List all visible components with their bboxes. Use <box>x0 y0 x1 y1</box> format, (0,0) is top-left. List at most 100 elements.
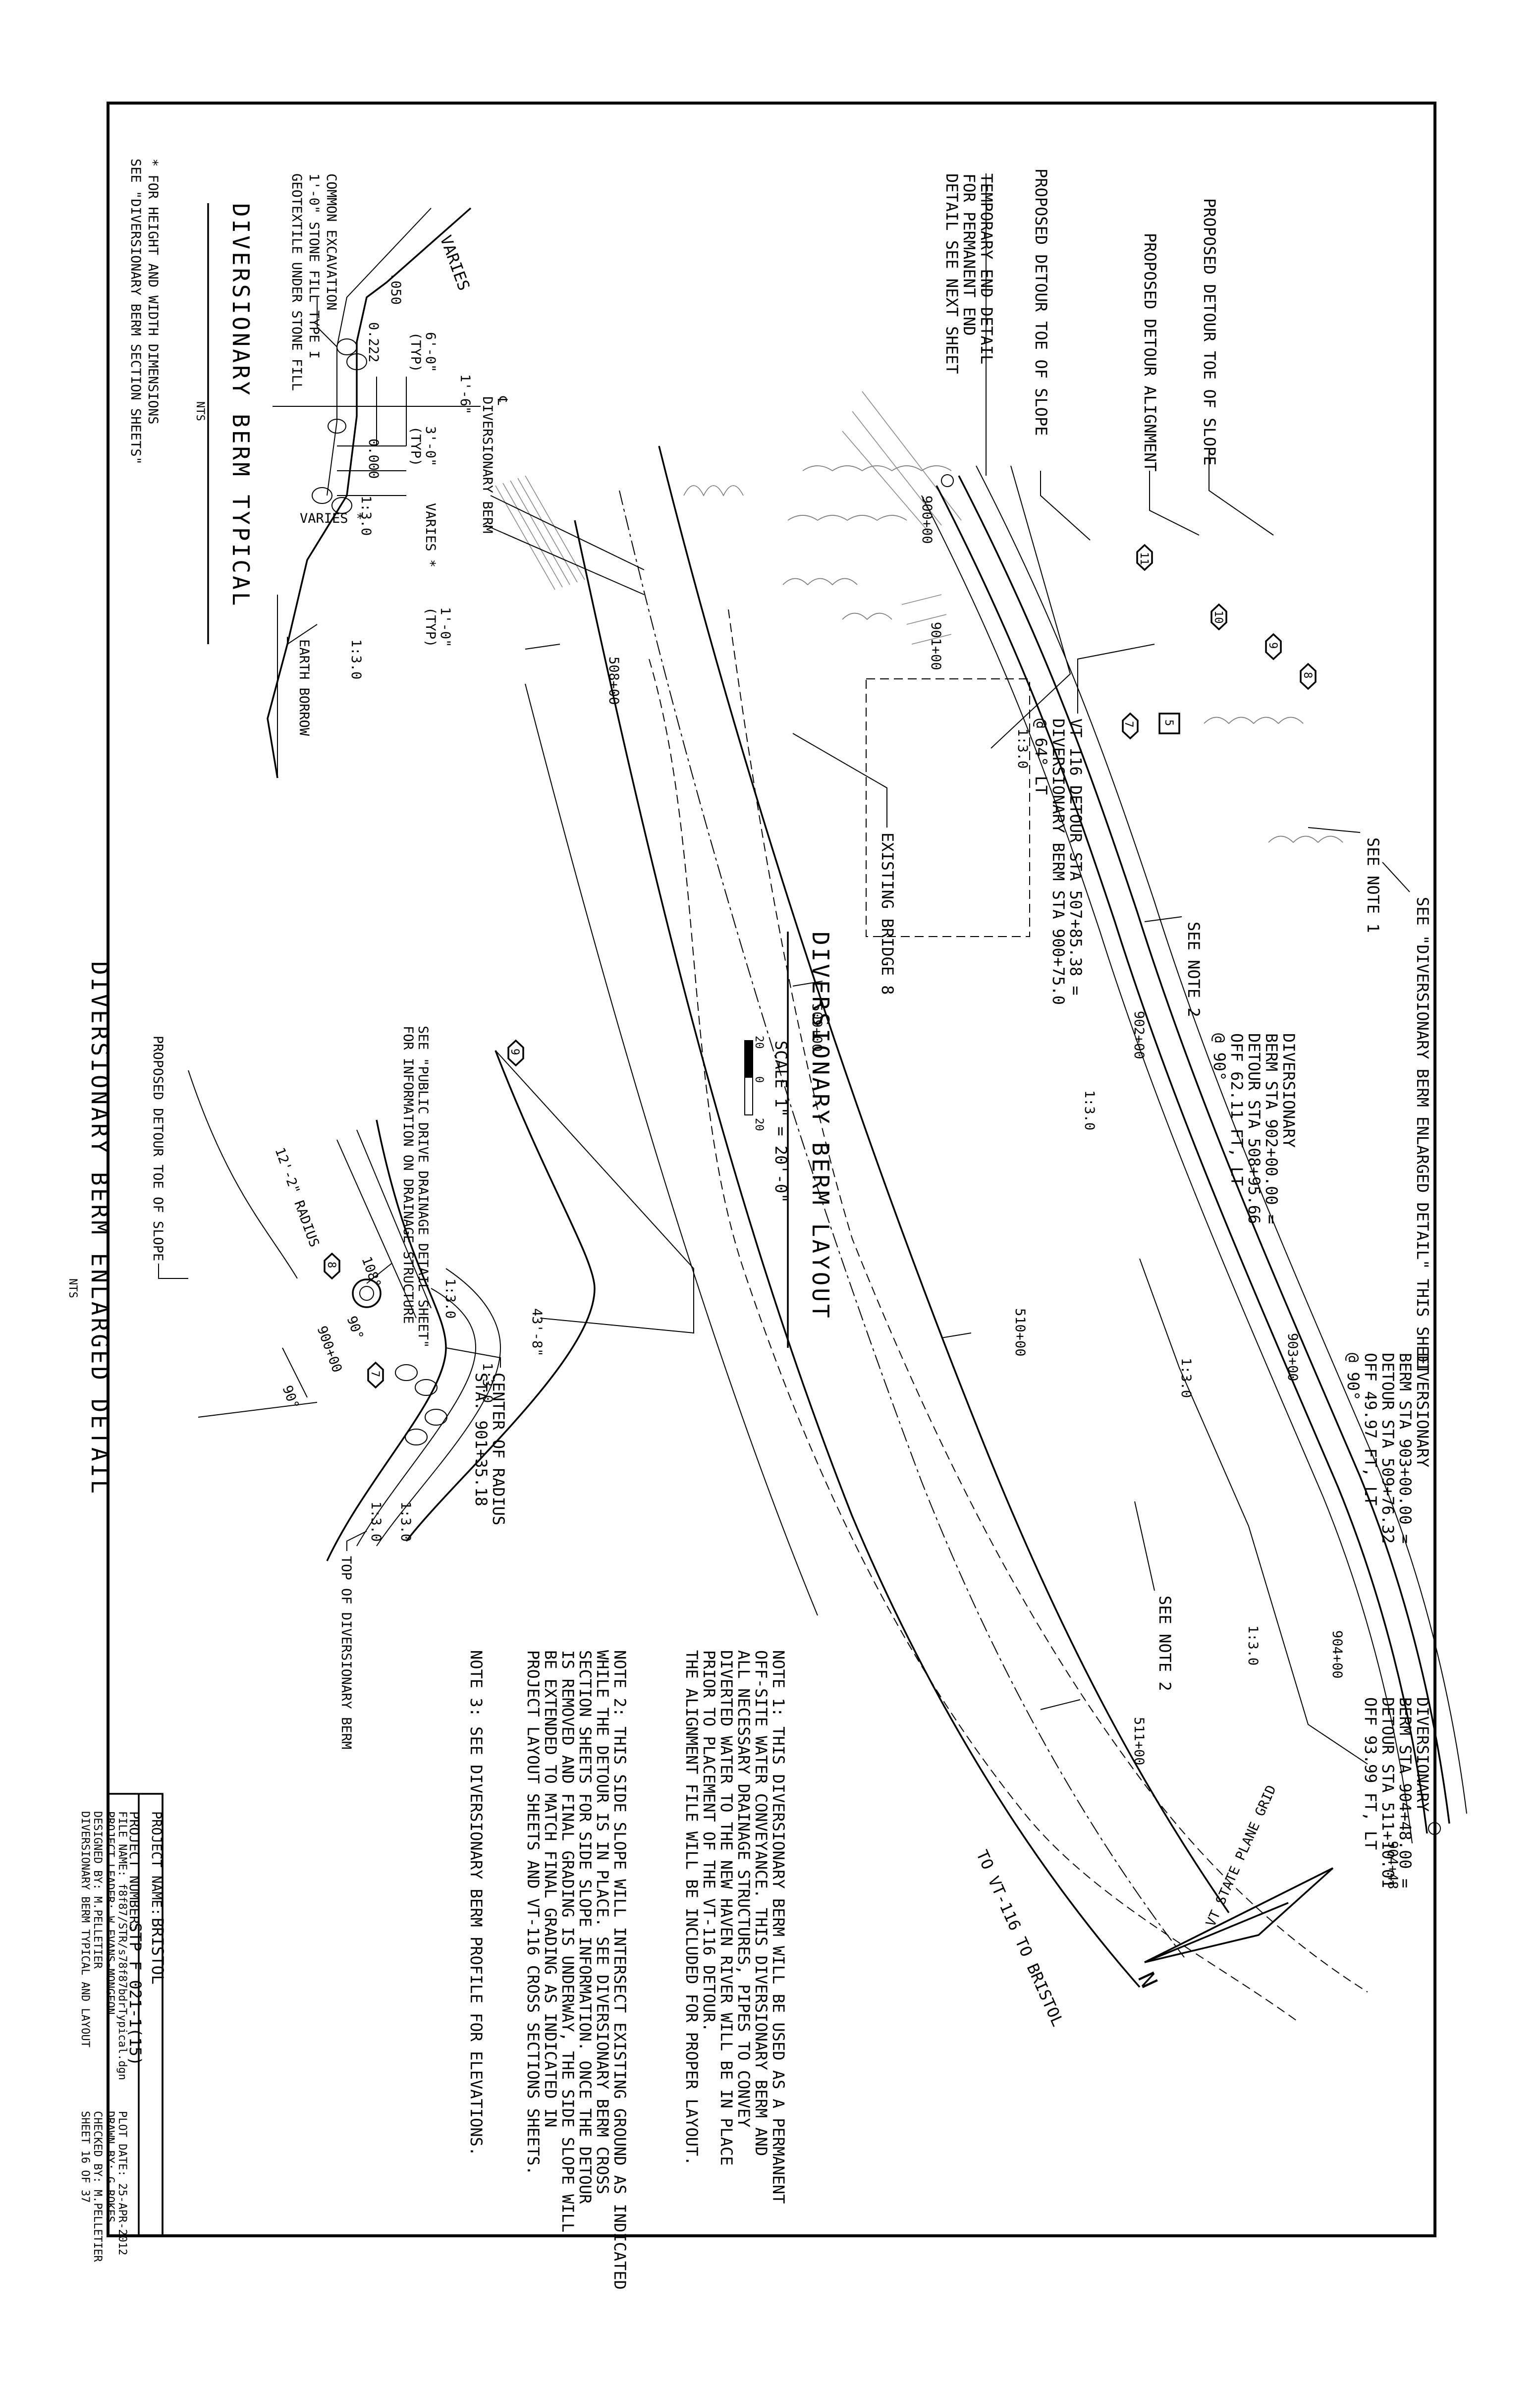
diversionary-berm <box>921 465 1467 1844</box>
note-2-line-3: SECTION SHEETS FOR SIDE SLOPE INFORMATIO… <box>576 1650 595 2204</box>
enlarged-angle-90b: 90° <box>279 1384 302 1411</box>
enlarged-slope-a: 1:3.0 <box>480 1363 495 1403</box>
enlarged-radius: 12'-2" RADIUS <box>272 1146 322 1249</box>
label-temp-end-3: DETAIL SEE NEXT SHEET <box>942 173 961 374</box>
note-2-line-1: NOTE 2: THIS SIDE SLOPE WILL INTERSECT E… <box>610 1650 629 2290</box>
label-to-vt116: TO VT-116 TO BRISTOL <box>973 1847 1067 2029</box>
typical-geotextile: GEOTEXTILE UNDER STONE FILL <box>289 173 304 391</box>
typical-stone-fill: 1'-0" STONE FILL TYPE I <box>306 173 322 359</box>
marker-5-text: 5 <box>1162 720 1175 726</box>
enlarged-marker-hex <box>367 1361 384 1389</box>
typical-section: VARIES ℄ DIVERSIONARY BERM 1'-6" 6'-0" (… <box>128 159 510 778</box>
typical-typ-1: (TYP) <box>408 332 423 372</box>
label-temp-end-2: FOR PERMANENT END <box>960 173 979 336</box>
typical-varies-mid: VARIES * <box>423 503 438 567</box>
station-label: 509+00 <box>809 1003 825 1052</box>
typical-typ-2: (TYP) <box>408 426 423 466</box>
label-detour-sta-2: DIVERSIONARY BERM STA 900+75.0 <box>1049 719 1068 1005</box>
station-label: 900+00 <box>919 496 935 544</box>
note-1-line-1: NOTE 1: THIS DIVERSIONARY BERM WILL BE U… <box>769 1650 788 2204</box>
enlarged-slope-b: 1:3.0 <box>442 1278 458 1319</box>
slope-label: 1:3.0 <box>1082 1090 1097 1130</box>
enlarged-slope-c: 1:3.0 <box>398 1501 413 1542</box>
typical-slope-050: .050 <box>388 273 403 305</box>
typical-slope-13a: 1:3.0 <box>358 496 374 536</box>
sheet-number: SHEET 16 OF 37 <box>79 2111 91 2203</box>
typical-varies-top: VARIES <box>436 233 473 293</box>
checked-by: CHECKED BY: M.PELLETIER <box>91 2111 104 2262</box>
station-label: 904+48 <box>1385 1841 1400 1889</box>
callout-1-line-4: OFF 62.11 FT, LT <box>1227 1033 1246 1186</box>
enlarged-detail-box <box>866 678 1030 937</box>
marker-hex <box>1136 544 1153 571</box>
callout-2-line-4: OFF 49.97 FT, LT <box>1361 1353 1380 1505</box>
file-name: FILE NAME: f8f87/STR/s78f87bdrTypical.dg… <box>116 1811 128 2080</box>
station-label: 511+00 <box>1131 1717 1147 1766</box>
proposed-detour <box>525 445 1230 1988</box>
enlarged-title: DIVERSIONARY BERM ENLARGED DETAIL <box>86 961 113 1496</box>
enlarged-dim-43: 43'-8" <box>529 1308 545 1357</box>
label-detour-sta-3: @ 64° LT <box>1032 719 1050 795</box>
station-label: 904+00 <box>1329 1630 1345 1679</box>
marker-hex <box>1210 603 1227 631</box>
typical-slope-13b: 1:3.0 <box>348 639 364 679</box>
enlarged-marker-hex <box>324 1252 340 1280</box>
title-block: PROJECT NAME: BRISTOL PROJECT NUMBER: ST… <box>79 1793 167 2262</box>
slope-label: 1:3.0 <box>1245 1625 1261 1665</box>
station-ticks <box>525 644 1081 1710</box>
station-labels: 900+00 901+00 902+00 903+00 904+00 904+4… <box>606 496 1400 1889</box>
layout-title-block: DIVERSIONARY BERM LAYOUT SCALE 1" = 20'-… <box>744 932 834 1348</box>
typical-footnote-2: SEE "DIVERSIONARY BERM SECTION SHEETS" <box>128 159 143 465</box>
enlarged-slope-d: 1:3.0 <box>368 1501 384 1542</box>
marker-10-text: 10 <box>1212 610 1224 624</box>
marker-7-text: 7 <box>1122 721 1135 727</box>
enlarged-see-public-1: SEE "PUBLIC DRIVE DRAINAGE DETAIL SHEET" <box>415 1026 431 1348</box>
project-name-label: PROJECT NAME: <box>149 1811 164 1916</box>
callout-2-line-5: @ 90° <box>1344 1353 1363 1400</box>
note-1-line-2: OFF-SITE WATER CONVEYANCE. THIS DIVERSIO… <box>752 1650 770 2156</box>
enlarged-angle-90a: 90° <box>343 1314 366 1342</box>
callout-3-line-2: BERM STA 904+48.00 = <box>1396 1697 1415 1888</box>
scale-bar-fill <box>745 1041 753 1078</box>
note-2-line-5: BE EXTENDED TO MATCH FINAL GRADING AS IN… <box>541 1650 560 2127</box>
slope-label: 1:3.0 <box>1178 1358 1194 1398</box>
typical-dim-1-0: 1'-0" <box>438 607 453 647</box>
marker-hex <box>1265 633 1282 661</box>
typical-nts: NTS <box>194 401 206 421</box>
typical-dim-3: 3'-0" <box>423 426 438 466</box>
callout-3-line-3: DETOUR STA 511+10.01 <box>1378 1697 1397 1888</box>
enlarged-marker-hex <box>507 1039 524 1067</box>
label-see-enlarged: SEE "DIVERSIONARY BERM ENLARGED DETAIL" … <box>1413 897 1432 1374</box>
callout-3-line-4: OFF 93.99 FT, LT <box>1361 1697 1380 1850</box>
typical-earth-borrow: EARTH BORROW <box>296 639 312 736</box>
typical-dim-1-6: 1'-6" <box>457 374 473 414</box>
note-1-line-5: PRIOR TO PLACEMENT OF THE VT-116 DETOUR. <box>700 1650 718 2032</box>
typical-slope-222: 0.222 <box>366 322 381 362</box>
project-name: BRISTOL <box>148 1918 167 1985</box>
station-label: 901+00 <box>928 622 943 670</box>
label-proposed-toe-left: PROPOSED DETOUR TOE OF SLOPE <box>1032 168 1050 436</box>
enlarged-marker-9: 9 <box>508 1049 521 1055</box>
station-label: 903+00 <box>1285 1333 1300 1382</box>
project-number-label: PROJECT NUMBER: <box>126 1811 142 1932</box>
marker-8-text: 8 <box>1301 672 1314 678</box>
label-proposed-toe-top: PROPOSED DETOUR TOE OF SLOPE <box>1200 198 1219 465</box>
north-arrow: N VT STATE PLANE GRID <box>1133 1783 1334 1994</box>
typical-title: DIVERSIONARY BERM TYPICAL <box>227 203 254 608</box>
note-2-line-6: PROJECT LAYOUT SHEETS AND VT-116 CROSS S… <box>524 1650 543 2175</box>
callout-1-line-1: DIVERSIONARY <box>1279 1033 1298 1148</box>
layout-scale: SCALE 1" = 20'-0" <box>771 1041 790 1203</box>
label-proposed-alignment: PROPOSED DETOUR ALIGNMENT <box>1141 233 1159 472</box>
enlarged-detail: 9 7 8 SEE "PUBLIC DRIVE DRAINAGE DETAIL … <box>66 961 694 1749</box>
grid-label: VT STATE PLANE GRID <box>1203 1783 1279 1929</box>
enlarged-marker-7: 7 <box>369 1371 381 1377</box>
plot-date: PLOT DATE: 25-APR-2012 <box>116 2111 128 2255</box>
existing-river <box>649 609 1368 2022</box>
note-3-line-1: NOTE 3: SEE DIVERSIONARY BERM PROFILE FO… <box>467 1650 486 2156</box>
scale-tick-20-right: 20 <box>753 1118 765 1131</box>
bridge-hatch <box>485 475 645 595</box>
sheet-title: DIVERSIONARY BERM TYPICAL AND LAYOUT <box>79 1811 91 2048</box>
berm-start-point <box>941 474 954 487</box>
